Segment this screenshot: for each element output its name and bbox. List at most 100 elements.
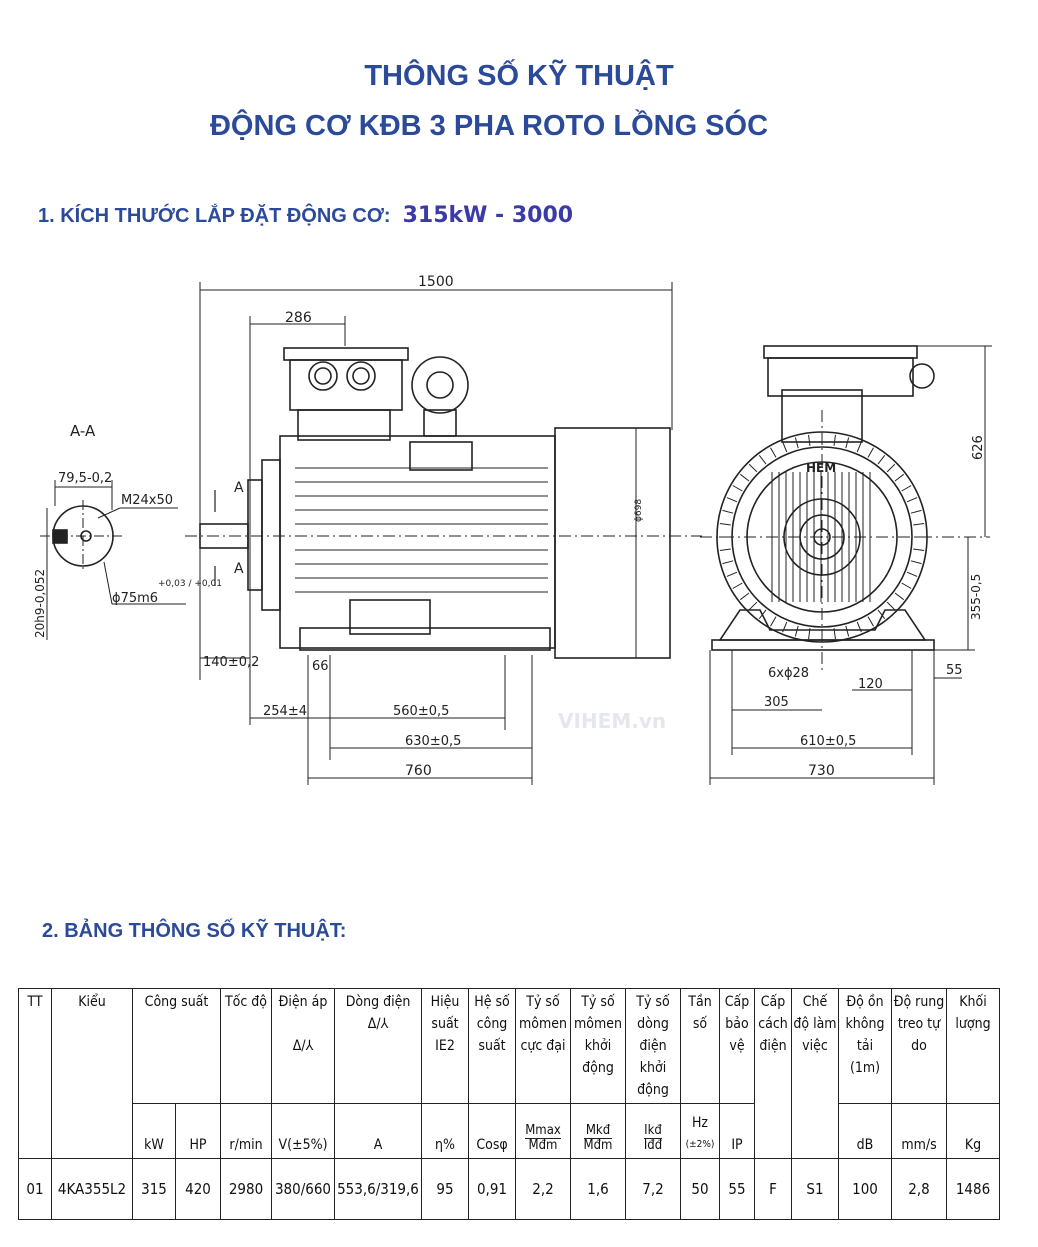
unit-ikd-num: Ikđ bbox=[643, 1123, 663, 1139]
dim-286: 286 bbox=[285, 310, 312, 326]
col-che-do: Chế độ làm việc bbox=[791, 988, 839, 1159]
col-dong-dien-sym: Δ/⅄ bbox=[367, 1016, 389, 1032]
unit-hz-label: Hz bbox=[691, 1115, 709, 1131]
dim-79: 79,5-0,2 bbox=[58, 471, 112, 486]
page-title: THÔNG SỐ KỸ THUẬT bbox=[364, 60, 674, 92]
unit-mms: mm/s bbox=[891, 1103, 947, 1159]
unit-mmax-num: Mmax bbox=[525, 1123, 561, 1139]
section-mark-bottom: A bbox=[234, 561, 244, 577]
col-cap-cach-dien: Cấp cách điện bbox=[754, 988, 792, 1159]
col-hieu-suat: Hiệu suất IE2 bbox=[421, 988, 469, 1104]
unit-a: A bbox=[334, 1103, 422, 1159]
cell-ikd: 7,2 bbox=[625, 1158, 681, 1220]
cell-vib: 2,8 bbox=[891, 1158, 947, 1220]
unit-ip: IP bbox=[719, 1103, 755, 1159]
col-ty-so-mkd: Tỷ số mômen khởi động bbox=[570, 988, 626, 1104]
dim-760: 760 bbox=[405, 763, 432, 779]
col-tt: TT bbox=[18, 988, 52, 1159]
col-cong-suat: Công suất bbox=[132, 988, 221, 1104]
cell-rpm: 2980 bbox=[220, 1158, 272, 1220]
table-row: 01 4KA355L2 315 420 2980 380/660 553,6/3… bbox=[18, 1158, 1000, 1220]
dim-phi75: ϕ75m6 bbox=[112, 591, 158, 606]
dim-section-label: A-A bbox=[70, 422, 96, 440]
section2-heading: 2. BẢNG THÔNG SỐ KỸ THUẬT: bbox=[42, 920, 347, 942]
dim-140: 140±0,2 bbox=[203, 655, 259, 670]
section-mark-top: A bbox=[234, 480, 244, 496]
motor-dimension-drawing: A-A 79,5-0,2 M24x50 20h9-0,052 ϕ75m6 +0,… bbox=[33, 274, 992, 785]
dim-20h9: 20h9-0,052 bbox=[33, 569, 47, 638]
col-dong-dien-label: Dòng điện bbox=[345, 994, 411, 1010]
col-tan-so: Tần số bbox=[680, 988, 720, 1104]
dim-120: 120 bbox=[858, 677, 883, 692]
col-khoi-luong: Khối lượng bbox=[946, 988, 1000, 1104]
cell-kw: 315 bbox=[132, 1158, 176, 1220]
dim-holes: 6xϕ28 bbox=[768, 666, 809, 681]
unit-v: V(±5%) bbox=[271, 1103, 335, 1159]
unit-db: dB bbox=[838, 1103, 892, 1159]
unit-kw: kW bbox=[132, 1103, 176, 1159]
col-do-on: Độ ồn không tải (1m) bbox=[838, 988, 892, 1104]
unit-cos: Cosφ bbox=[468, 1103, 516, 1159]
dim-66: 66 bbox=[312, 659, 329, 674]
dim-610: 610±0,5 bbox=[800, 734, 856, 749]
dim-55: 55 bbox=[946, 663, 963, 678]
cell-ip: 55 bbox=[719, 1158, 755, 1220]
cell-mkd: 1,6 bbox=[570, 1158, 626, 1220]
col-ty-so-mmax: Tỷ số mômen cực đại bbox=[515, 988, 571, 1104]
cell-cos: 0,91 bbox=[468, 1158, 516, 1220]
dim-m24: M24x50 bbox=[121, 493, 173, 508]
unit-mmax-den: Mđm bbox=[528, 1138, 558, 1153]
dim-phi698: ϕ698 bbox=[634, 499, 644, 522]
col-ty-so-ikd: Tỷ số dòng điện khởi động bbox=[625, 988, 681, 1104]
dim-560: 560±0,5 bbox=[393, 704, 449, 719]
unit-kg: Kg bbox=[946, 1103, 1000, 1159]
unit-ikd-den: Iđđ bbox=[643, 1138, 663, 1153]
col-dien-ap-label: Điện áp bbox=[278, 994, 328, 1010]
unit-mkd-den: Mđm bbox=[583, 1138, 613, 1153]
dim-355: 355-0,5 bbox=[969, 574, 983, 620]
cell-a: 553,6/319,6 bbox=[334, 1158, 422, 1220]
unit-eta: η% bbox=[421, 1103, 469, 1159]
dim-1500: 1500 bbox=[418, 274, 454, 290]
dim-630: 630±0,5 bbox=[405, 734, 461, 749]
cell-mmax: 2,2 bbox=[515, 1158, 571, 1220]
col-dien-ap-sym: Δ/⅄ bbox=[292, 1038, 314, 1054]
cell-insul: F bbox=[754, 1158, 792, 1220]
unit-hp: HP bbox=[175, 1103, 221, 1159]
cell-kieu: 4KA355L2 bbox=[51, 1158, 133, 1220]
col-he-so: Hệ số công suất bbox=[468, 988, 516, 1104]
cell-db: 100 bbox=[838, 1158, 892, 1220]
unit-hz-tol: (±2%) bbox=[685, 1139, 715, 1150]
cell-duty: S1 bbox=[791, 1158, 839, 1220]
dim-626: 626 bbox=[971, 435, 986, 460]
dim-305: 305 bbox=[764, 695, 789, 710]
dim-730: 730 bbox=[808, 763, 835, 779]
watermark: VIHEM.vn bbox=[558, 709, 666, 733]
dim-phi75-tol: +0,03 / +0,01 bbox=[158, 579, 222, 589]
cell-tt: 01 bbox=[18, 1158, 52, 1220]
col-kieu: Kiểu bbox=[51, 988, 133, 1159]
col-dien-ap: Điện áp Δ/⅄ bbox=[271, 988, 335, 1104]
terminal-box bbox=[289, 359, 403, 411]
dim-254: 254±4 bbox=[263, 704, 307, 719]
motor-power-rating: 315kW - 3000 bbox=[402, 203, 574, 228]
col-cap-bao-ve: Cấp bảo vệ bbox=[719, 988, 755, 1104]
unit-mkd-num: Mkđ bbox=[583, 1124, 613, 1139]
section1-heading: 1. KÍCH THƯỚC LẮP ĐẶT ĐỘNG CƠ: 315kW - 30… bbox=[38, 203, 573, 228]
section1-label: 1. KÍCH THƯỚC LẮP ĐẶT ĐỘNG CƠ: bbox=[38, 205, 391, 227]
logo-text: HEM bbox=[806, 461, 836, 475]
cell-kg: 1486 bbox=[946, 1158, 1000, 1220]
page-subtitle: ĐỘNG CƠ KĐB 3 PHA ROTO LỒNG SÓC bbox=[209, 110, 769, 142]
cell-hp: 420 bbox=[175, 1158, 221, 1220]
cell-eta: 95 bbox=[421, 1158, 469, 1220]
cell-hz: 50 bbox=[680, 1158, 720, 1220]
unit-rpm: r/min bbox=[220, 1103, 272, 1159]
lifting-eye bbox=[411, 356, 469, 414]
